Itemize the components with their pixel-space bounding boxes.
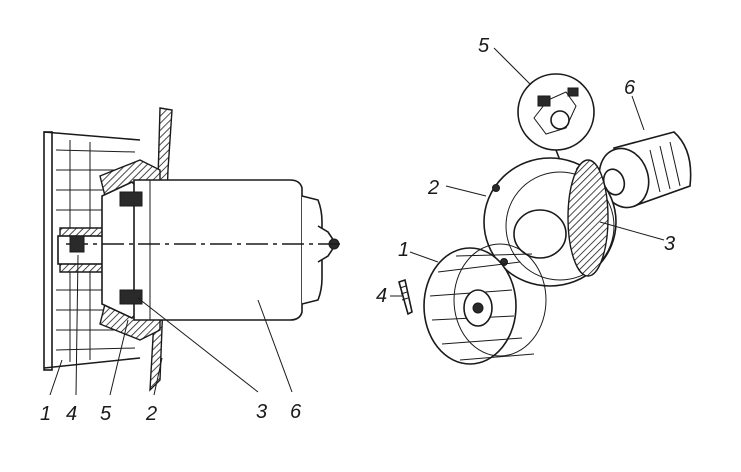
label-right-5: 5 bbox=[478, 35, 490, 57]
label-right-4: 4 bbox=[376, 285, 387, 307]
motor-body bbox=[66, 179, 340, 321]
brush-holder-detail bbox=[517, 73, 595, 177]
sectional-view: 1 4 5 2 3 6 bbox=[40, 107, 340, 425]
exploded-view: 5 6 2 3 1 4 bbox=[376, 35, 692, 365]
label-left-3: 3 bbox=[256, 401, 267, 423]
gasket-ring bbox=[567, 159, 609, 277]
label-right-3: 3 bbox=[664, 233, 675, 255]
leader-lines-right bbox=[390, 47, 665, 297]
screw bbox=[398, 278, 413, 316]
label-left-6: 6 bbox=[290, 401, 302, 423]
label-left-4: 4 bbox=[66, 403, 77, 425]
label-left-1: 1 bbox=[40, 403, 51, 425]
label-left-2: 2 bbox=[145, 403, 157, 425]
label-left-5: 5 bbox=[100, 403, 112, 425]
label-right-6: 6 bbox=[624, 77, 636, 99]
motor-cylinder bbox=[598, 131, 692, 209]
label-right-1: 1 bbox=[398, 239, 409, 261]
impeller-wheel bbox=[423, 243, 547, 365]
label-right-2: 2 bbox=[427, 177, 439, 199]
impeller-section bbox=[43, 131, 141, 371]
leader-lines-left bbox=[49, 254, 293, 396]
